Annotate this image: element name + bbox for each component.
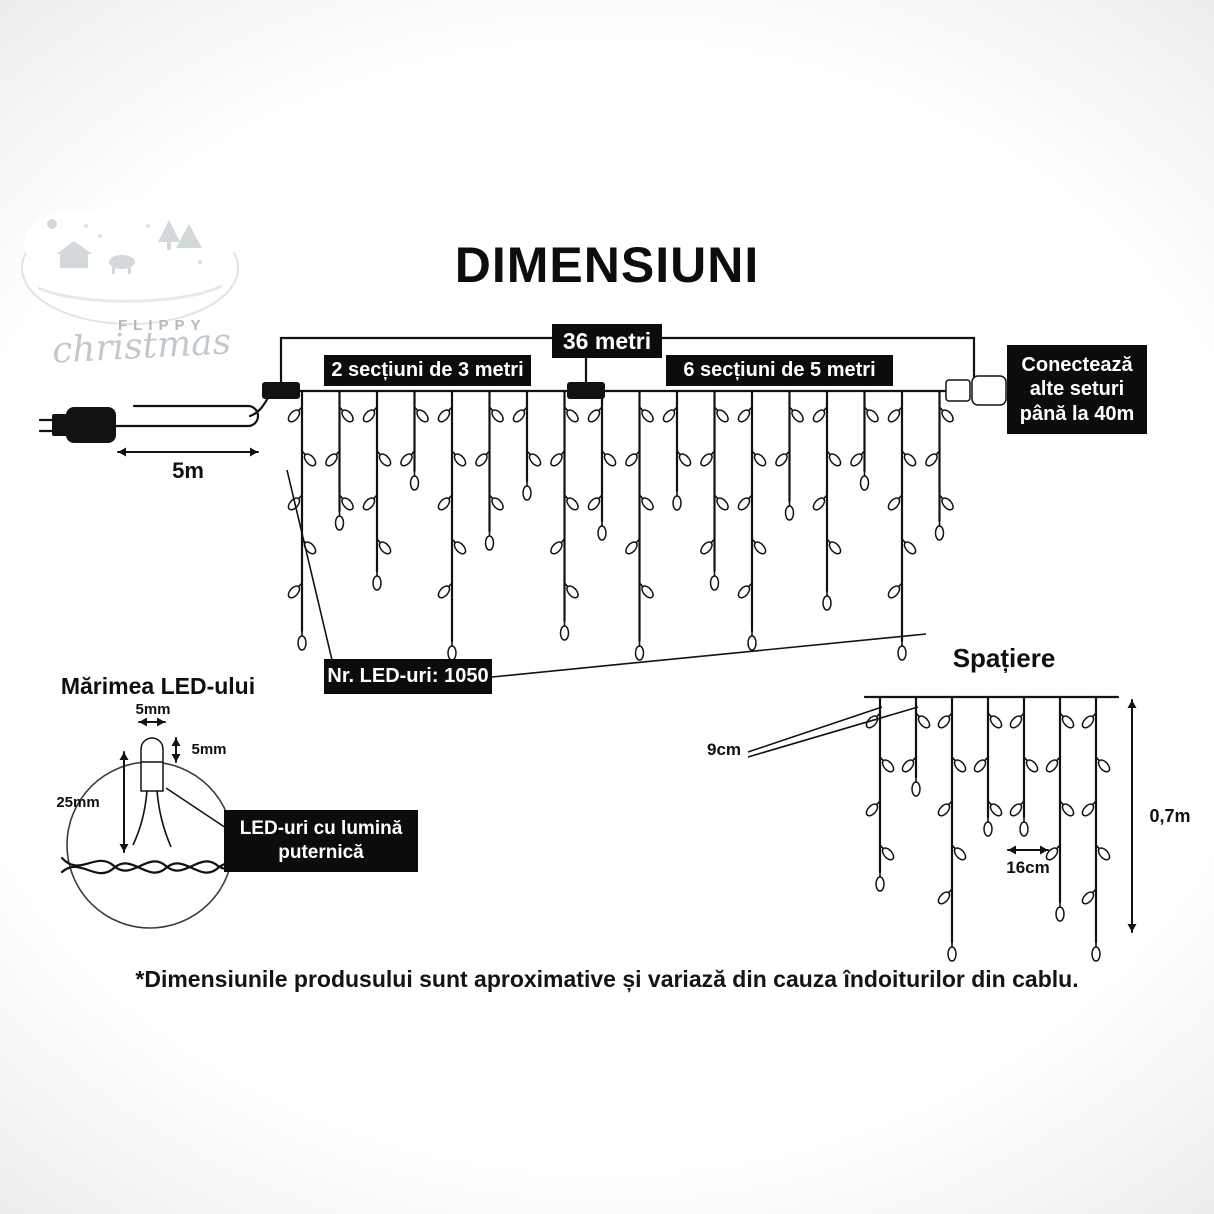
right-sections-label: 6 secțiuni de 5 metri — [666, 355, 893, 386]
led-magnifier-illustration — [60, 737, 242, 929]
connect-note-label: Conectează alte seturi până la 40m — [1007, 345, 1147, 435]
vertical-gap-pointer-lines — [747, 706, 919, 758]
wire-connectors — [262, 382, 605, 399]
horizontal-gap-arrow — [1007, 845, 1049, 855]
led-note-label: LED-uri cu lumină puternică — [224, 810, 418, 872]
led-dimension-arrows — [119, 717, 181, 853]
total-length-label: 36 metri — [552, 324, 662, 358]
vertical-gap-label: 9cm — [706, 740, 742, 759]
lead-length-arrow — [117, 447, 259, 457]
led-count-label: Nr. LED-uri: 1050 — [324, 659, 492, 694]
power-plug-icon — [38, 391, 273, 443]
spacing-curtain — [863, 695, 1120, 962]
horizontal-gap-label: 16cm — [1006, 858, 1050, 877]
drop-height-label: 0,7m — [1149, 806, 1191, 826]
led-count-pointer-lines — [286, 469, 927, 678]
drop-height-arrow — [1127, 699, 1137, 933]
led-tip-height-label: 5mm — [191, 741, 227, 758]
logo-cloud-illustration — [21, 202, 239, 325]
lead-length-label: 5m — [172, 458, 204, 483]
left-sections-label: 2 secțiuni de 3 metri — [324, 355, 531, 386]
led-width-label: 5mm — [135, 701, 171, 718]
logo-brand-name: FLIPPY — [118, 317, 207, 334]
led-length-label: 25mm — [56, 794, 100, 811]
page-title: DIMENSIUNI — [454, 237, 760, 293]
spacing-heading: Spațiere — [952, 643, 1056, 673]
main-light-curtain — [264, 389, 960, 661]
led-size-heading: Mărimea LED-ului — [60, 673, 256, 699]
disclaimer-text: *Dimensiunile produsului sunt aproximati… — [135, 966, 1079, 992]
end-coupler-icon — [945, 375, 1007, 406]
